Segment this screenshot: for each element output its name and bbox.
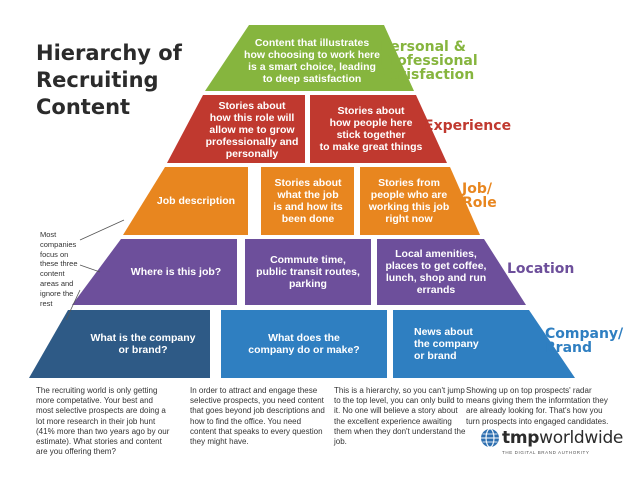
tier-company-cell-3 xyxy=(393,310,575,378)
tier-location-cell-1 xyxy=(72,239,237,305)
tier-job-role-cell-3 xyxy=(360,167,480,235)
tier-experience-cell-1 xyxy=(167,95,305,163)
note-pointer-company xyxy=(65,289,81,321)
personal-cell-text: Content that illustrates how choosing to… xyxy=(244,37,380,85)
tier-company-cell-2 xyxy=(221,310,387,378)
logo-brand-rest: worldwide xyxy=(539,428,624,448)
tier-label-job-role: Job/ Role xyxy=(462,181,497,211)
tier-job-role-cell-1 xyxy=(123,167,248,235)
location-cell-3-text: Local amenities, places to get coffee, l… xyxy=(385,248,487,296)
tier-job-role-cell-2 xyxy=(261,167,354,235)
company-cell-3-text: News about the company or brand xyxy=(414,326,479,362)
job-role-cell-1-text: Job description xyxy=(156,195,236,207)
note-pointer-location xyxy=(79,264,101,273)
tier-label-location: Location xyxy=(507,261,575,277)
tier-location-cell-2 xyxy=(245,239,371,305)
company-cell-1-text: What is the company or brand? xyxy=(90,332,196,356)
experience-cell-1-text: Stories about how this role will allow m… xyxy=(205,100,299,160)
location-cell-1-text: Where is this job? xyxy=(130,266,222,278)
tier-label-experience: Experience xyxy=(424,118,512,134)
experience-cell-2-text: Stories about how people here stick toge… xyxy=(319,105,423,153)
tier-personal-cell-1 xyxy=(205,25,414,91)
tier-label-personal: Personal & Professional Satisfaction xyxy=(380,39,478,83)
note-pointer-job xyxy=(79,219,125,241)
tier-location-cell-3 xyxy=(377,239,526,305)
tier-experience-cell-2 xyxy=(310,95,447,163)
page-title: Hierarchy of Recruiting Content xyxy=(36,41,182,119)
footer-column-2: In order to attract and engage these sel… xyxy=(190,386,325,447)
footer-column-1: The recruiting world is only getting mor… xyxy=(36,386,170,457)
footer-column-4: Showing up on top prospects' radar means… xyxy=(466,386,609,426)
side-note: Most companies focus on these three cont… xyxy=(40,230,78,308)
logo-tagline: THE DIGITAL BRAND AUTHORITY xyxy=(502,450,590,455)
job-role-cell-3-text: Stories from people who are working this… xyxy=(368,177,450,225)
footer-column-3: This is a hierarchy, so you can't jump t… xyxy=(334,386,466,447)
location-cell-2-text: Commute time, public transit routes, par… xyxy=(256,254,360,290)
company-cell-2-text: What does the company do or make? xyxy=(248,332,360,356)
globe-icon xyxy=(481,428,499,448)
tier-company-cell-1 xyxy=(29,310,210,378)
tmp-worldwide-logo: tmpworldwide xyxy=(480,428,623,448)
tier-label-company: Company/ Brand xyxy=(545,326,624,356)
job-role-cell-2-text: Stories about what the job is and how it… xyxy=(273,177,343,225)
logo-brand-bold: tmp xyxy=(502,428,540,448)
